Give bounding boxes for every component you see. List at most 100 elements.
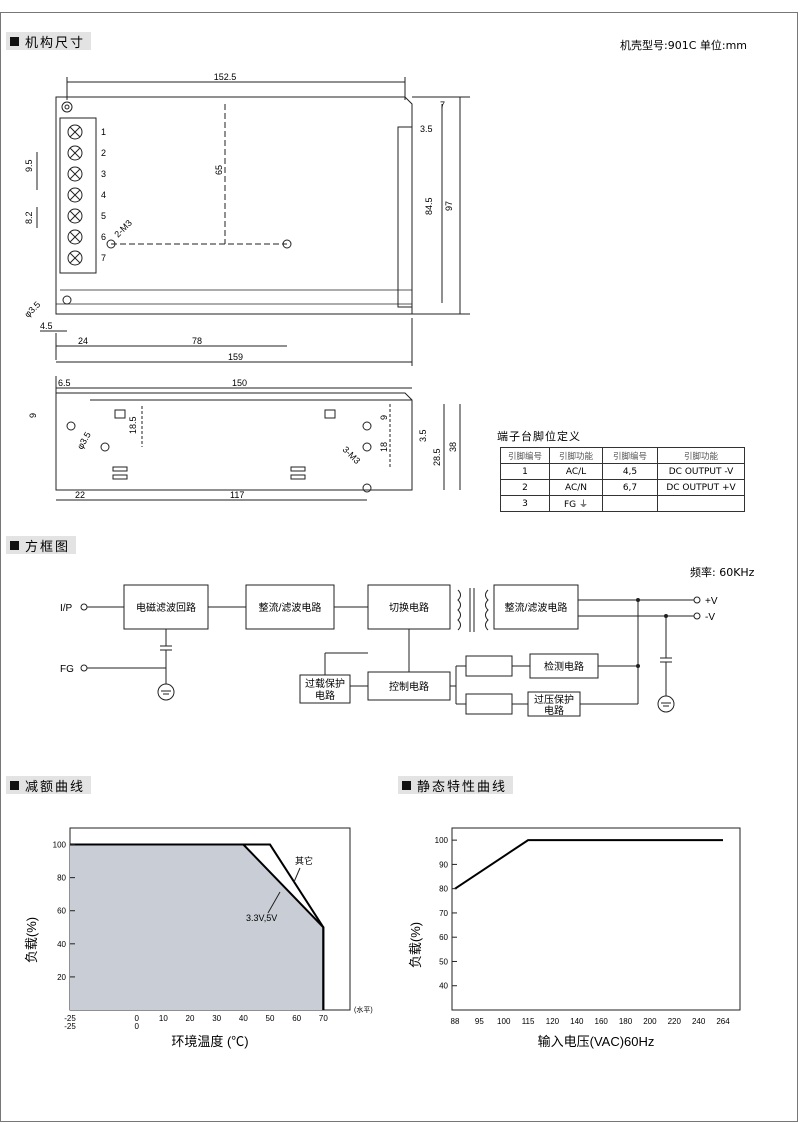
section-title: 静态特性曲线 [417,779,508,795]
dim-18-5: 18.5 [128,416,138,434]
dim-78: 78 [192,336,202,346]
square-bullet-icon [402,780,411,790]
dim-9-right: 9 [379,415,389,420]
cell [657,495,745,512]
label-overvolt-1: 过压保护 [534,693,574,706]
case-info: 机壳型号:901C 单位:mm [620,39,748,52]
section-header-dimensions: 机构尺寸 [6,32,92,51]
y-tick-label: 20 [57,973,66,982]
terminal-screw-slot [69,231,81,243]
header-cell: 引脚功能 [657,447,745,464]
x-tick-label: 220 [668,1017,682,1026]
terminal-screw-icon [67,250,83,266]
page-frame [0,12,798,1122]
terminal-screw-icon [67,229,83,245]
x-axis-label: 环境温度 (℃) [171,1034,248,1049]
box-rect2 [493,584,579,630]
series-line [70,843,325,1010]
label-detect: 检测电路 [544,660,584,673]
terminal-screw-icon [67,166,83,182]
terminal-number: 1 [101,127,106,137]
x-tick-label: -25 [64,1014,76,1023]
dim-84-5: 84.5 [424,197,434,215]
label-overload-1: 过载保护 [305,677,345,690]
optocoupler-1 [465,655,513,677]
block-diagram: I/P FG 电磁滤波回路 整流/滤波电路 切换电路 整流/滤波电路 +V -V… [60,584,718,717]
cell: AC/N [549,479,603,496]
x-tick-label: 115 [522,1017,535,1026]
x-tick-label: 264 [716,1017,730,1026]
section-title: 方框图 [25,539,71,555]
header-cell: 引脚编号 [500,447,550,464]
x-tick-label: 60 [292,1014,301,1023]
pin-table-header: 引脚编号 引脚功能 引脚编号 引脚功能 [500,447,745,464]
dim-9-side: 9 [28,413,38,418]
x-tick-label: 70 [319,1014,328,1023]
y-tick-label: 80 [439,885,448,894]
top-view-outline [55,96,413,315]
dim-6-5: 6.5 [58,378,71,388]
series-label-3v3-5v: 3.3V,5V [246,913,277,923]
series-label-leader [293,867,301,883]
series-line [454,839,723,890]
label-overvolt-2: 电路 [544,704,564,717]
label-fg: FG [60,664,74,675]
label-vminus: -V [705,612,715,623]
plot-frame [451,827,741,1011]
transformer-secondary [485,589,489,631]
cell: DC OUTPUT -V [657,463,745,480]
y-tick-label: 100 [435,836,449,845]
dim-8-2: 8.2 [24,211,34,224]
label-ip: I/P [60,603,73,614]
section-header-derating: 减额曲线 [6,776,92,795]
cell: AC/L [549,463,603,480]
terminal-screw-slot [69,168,81,180]
dim-65: 65 [214,165,224,175]
dim-4-5: 4.5 [40,321,53,331]
section-header-block: 方框图 [6,536,77,555]
dim-9-5: 9.5 [24,159,34,172]
terminal-number: 2 [101,148,106,158]
terminal-number: 6 [101,232,106,242]
x-tick-label: 0 [134,1014,139,1023]
dim-97: 97 [444,201,454,211]
square-bullet-icon [10,780,19,790]
side-view-outline [55,392,413,491]
dim-2-m3: 2-M3 [112,218,134,240]
dim-38: 38 [448,442,458,452]
terminal-number: 3 [101,169,106,179]
cell: FG ⏚ [549,495,603,512]
terminal-screw-icon [67,208,83,224]
label-rect2: 整流/滤波电路 [505,601,568,614]
optocoupler-2 [465,693,513,715]
terminal-block [59,117,97,274]
series-area-fill [70,844,324,1010]
cell: 4,5 [602,463,658,480]
pin-table-title: 端子台脚位定义 [497,430,581,443]
terminal-screw-icon [67,124,83,140]
x-tick-label: 120 [546,1017,560,1026]
dim-18: 18 [379,442,389,452]
x-tick-label: 100 [497,1017,511,1026]
y-axis-label: 负载(%) [408,922,423,968]
frequency-label: 频率: 60KHz [690,566,755,579]
dim-3-5-top: 3.5 [420,124,433,134]
y-tick-label: 70 [439,909,448,918]
dim-152-5: 152.5 [214,72,237,82]
heatsink-bar [397,126,413,308]
label-rect1: 整流/滤波电路 [259,601,322,614]
terminal-screw-slot [69,210,81,222]
terminal-screw-slot [69,147,81,159]
terminal-screw-icon [67,187,83,203]
x-tick-label: 40 [239,1014,248,1023]
dim-7: 7 [440,100,445,110]
label-vplus: +V [705,596,718,607]
cell: DC OUTPUT +V [657,479,745,496]
x-axis-note: (水平) [354,1005,373,1014]
y-tick-label: 40 [439,982,448,991]
